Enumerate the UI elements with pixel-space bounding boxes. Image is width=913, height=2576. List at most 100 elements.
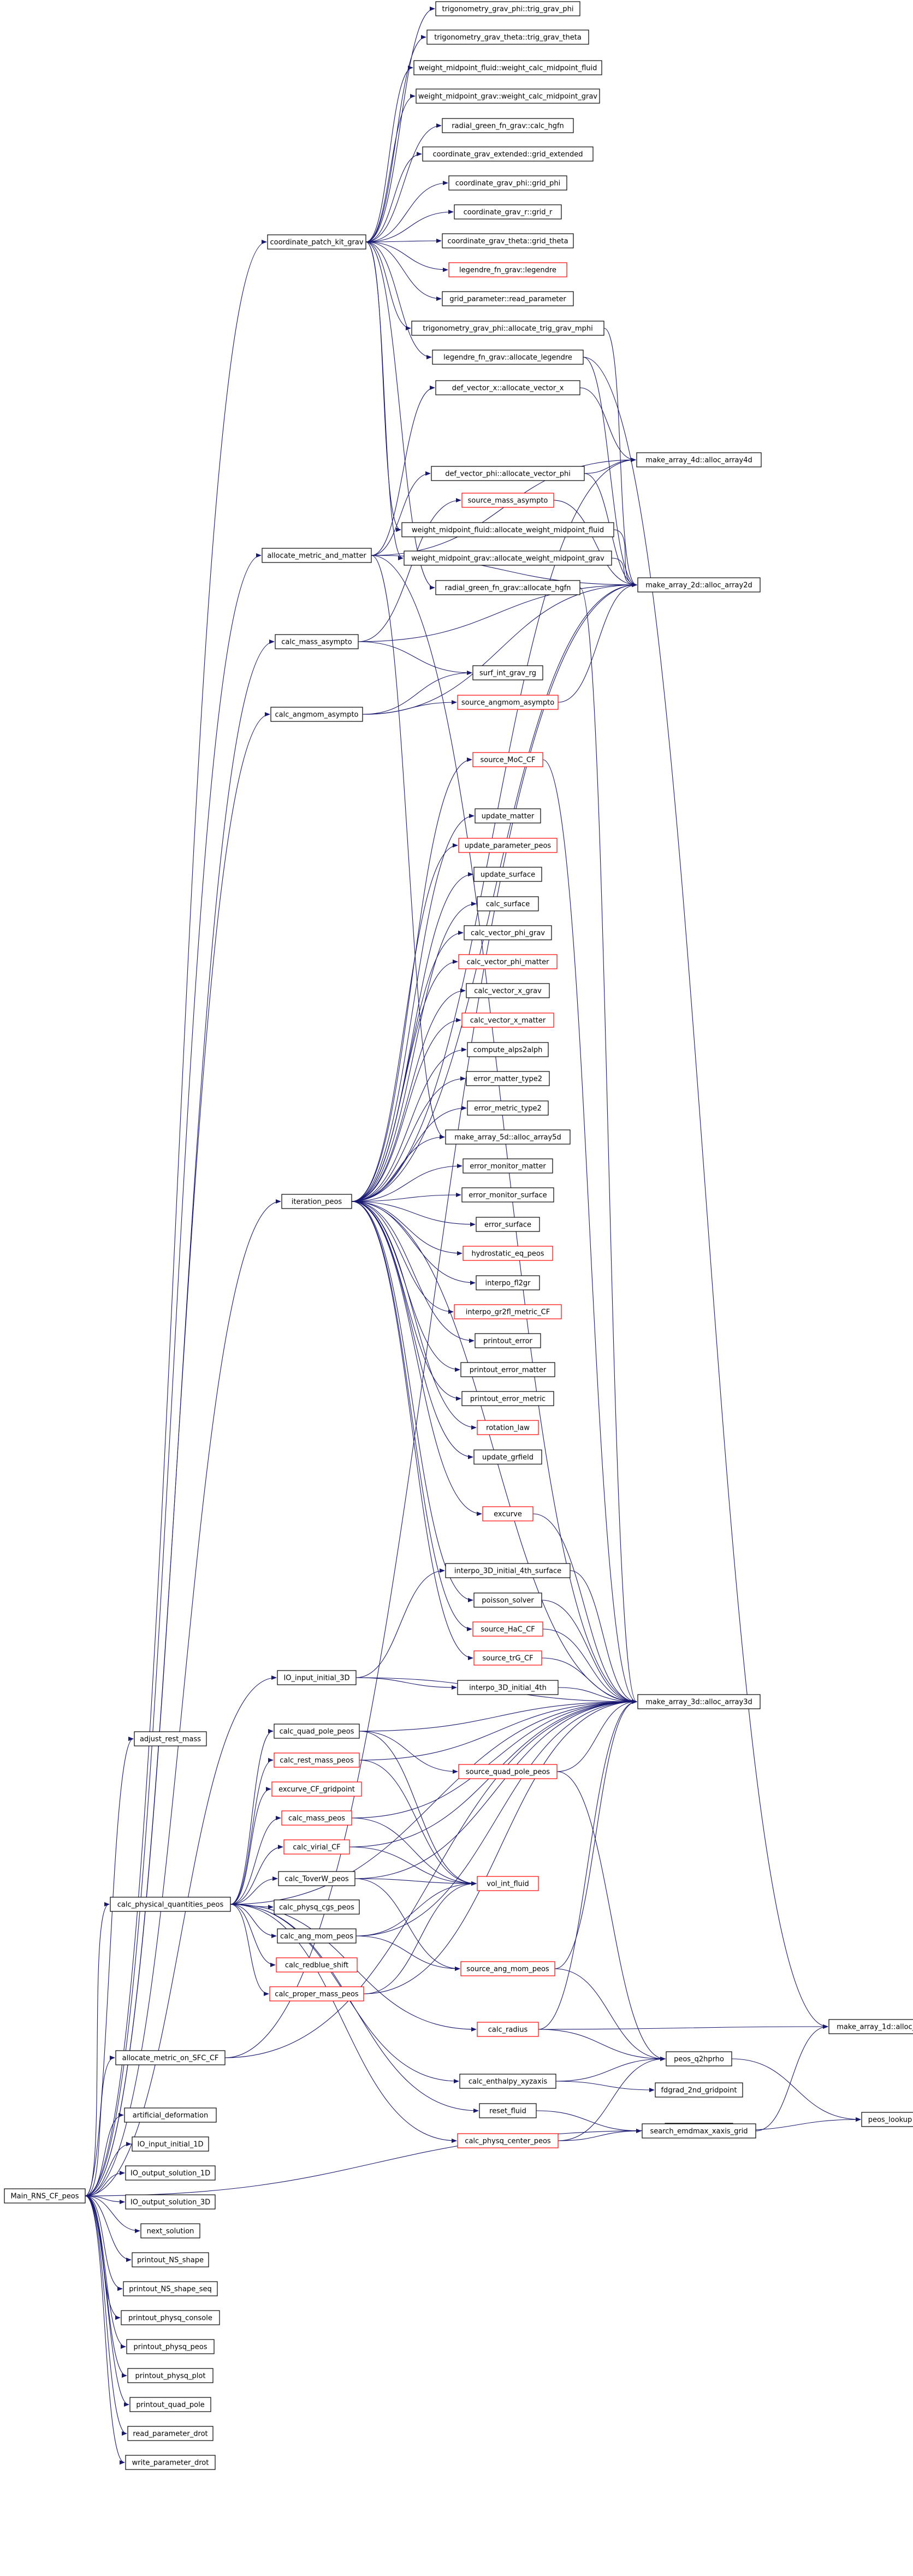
node-calc-vector-phi-grav[interactable]: calc_vector_phi_grav: [464, 925, 552, 940]
node-update-surface[interactable]: update_surface: [473, 867, 542, 882]
node-reset-fluid[interactable]: reset_fluid: [479, 2103, 537, 2118]
node-source-angmom-asympto[interactable]: source_angmom_asympto: [457, 695, 559, 710]
node-printout-ns-shape[interactable]: printout_NS_shape: [132, 2252, 209, 2267]
node-wm-fluid-alloc[interactable]: weight_midpoint_fluid::allocate_weight_m…: [401, 522, 614, 537]
node-update-matter[interactable]: update_matter: [475, 808, 541, 824]
node-read-parameter-drot[interactable]: read_parameter_drot: [127, 2426, 214, 2441]
node-wm-grav-alloc[interactable]: weight_midpoint_grav::allocate_weight_mi…: [404, 550, 612, 566]
node-error-matter-type2[interactable]: error_matter_type2: [466, 1071, 550, 1086]
node-calc-vector-x-matter[interactable]: calc_vector_x_matter: [461, 1012, 554, 1028]
node-calc-angmom-asympto[interactable]: calc_angmom_asympto: [270, 707, 363, 722]
node-error-surface[interactable]: error_surface: [476, 1217, 540, 1232]
node-grid-extended[interactable]: coordinate_grav_extended::grid_extended: [422, 146, 594, 162]
node-allocate-metric[interactable]: allocate_metric_and_matter: [262, 548, 372, 563]
node-source-hac-cf[interactable]: source_HaC_CF: [472, 1621, 543, 1637]
node-update-grfield[interactable]: update_grfield: [473, 1449, 542, 1465]
node-excurve[interactable]: excurve: [482, 1506, 533, 1521]
node-io-output-3d[interactable]: IO_output_solution_3D: [125, 2194, 216, 2210]
node-calc-toverw-peos[interactable]: calc_ToverW_peos: [278, 1871, 355, 1886]
node-source-quad-pole-peos[interactable]: source_quad_pole_peos: [458, 1764, 558, 1779]
node-calc-quad-pole-peos[interactable]: calc_quad_pole_peos: [274, 1724, 360, 1739]
node-poisson-solver[interactable]: poisson_solver: [473, 1592, 542, 1608]
node-make-array-5d[interactable]: make_array_5d::alloc_array5d: [445, 1129, 571, 1145]
node-calc-enthalpy[interactable]: calc_enthalpy_xyzaxis: [459, 2074, 556, 2089]
node-peos-lookup[interactable]: peos_lookup: [861, 2112, 913, 2127]
node-radial-green-alloc[interactable]: radial_green_fn_grav::allocate_hgfn: [435, 580, 580, 595]
node-grid-param[interactable]: grid_parameter::read_parameter: [442, 291, 574, 306]
node-allocate-metric-sfc[interactable]: allocate_metric_on_SFC_CF: [115, 2050, 226, 2065]
node-source-moc-cf[interactable]: source_MoC_CF: [472, 752, 543, 767]
node-coord-kit[interactable]: coordinate_patch_kit_grav: [267, 234, 366, 250]
node-printout-error[interactable]: printout_error: [475, 1333, 541, 1348]
node-trig-grav-phi[interactable]: trigonometry_grav_phi::trig_grav_phi: [435, 1, 580, 16]
node-compute-alps2alph[interactable]: compute_alps2alph: [467, 1042, 549, 1057]
node-adjust-rest-mass[interactable]: adjust_rest_mass: [134, 1731, 207, 1746]
node-grid-r[interactable]: coordinate_grav_r::grid_r: [454, 204, 562, 220]
node-def-vec-phi[interactable]: def_vector_phi::allocate_vector_phi: [431, 466, 585, 481]
node-vol-int-fluid[interactable]: vol_int_fluid: [477, 1876, 539, 1891]
node-calc-physq-cgs-peos[interactable]: calc_physq_cgs_peos: [274, 1899, 360, 1915]
node-printout-physq-plot[interactable]: printout_physq_plot: [127, 2368, 214, 2383]
node-rotation-law[interactable]: rotation_law: [477, 1420, 539, 1435]
node-printout-physq-console[interactable]: printout_physq_console: [121, 2310, 220, 2325]
node-make-array-3d[interactable]: make_array_3d::alloc_array3d: [637, 1694, 761, 1709]
node-interpo-3d-surface[interactable]: interpo_3D_initial_4th_surface: [445, 1563, 571, 1578]
node-calc-surface[interactable]: calc_surface: [477, 896, 539, 911]
node-calc-virial-cf[interactable]: calc_virial_CF: [283, 1839, 350, 1855]
node-grid-theta[interactable]: coordinate_grav_theta::grid_theta: [442, 233, 574, 248]
node-printout-quad-pole[interactable]: printout_quad_pole: [129, 2397, 211, 2412]
node-printout-error-metric[interactable]: printout_error_metric: [461, 1391, 554, 1406]
node-main[interactable]: Main_RNS_CF_peos: [4, 2188, 86, 2204]
node-wm-fluid-calc[interactable]: weight_midpoint_fluid::weight_calc_midpo…: [413, 60, 602, 75]
node-printout-ns-shape-seq[interactable]: printout_NS_shape_seq: [123, 2281, 218, 2296]
node-box: [281, 1194, 352, 1209]
node-def-vec-x[interactable]: def_vector_x::allocate_vector_x: [435, 380, 580, 395]
node-source-trg-cf[interactable]: source_trG_CF: [473, 1650, 542, 1666]
node-calc-mass-asympto[interactable]: calc_mass_asympto: [275, 634, 359, 649]
node-update-parameter-peos[interactable]: update_parameter_peos: [458, 838, 558, 853]
node-next-solution[interactable]: next_solution: [140, 2223, 200, 2239]
node-error-monitor-matter[interactable]: error_monitor_matter: [463, 1158, 553, 1174]
node-radial-green-calc[interactable]: radial_green_fn_grav::calc_hgfn: [442, 118, 574, 133]
node-trig-alloc[interactable]: trigonometry_grav_phi::allocate_trig_gra…: [411, 321, 604, 336]
node-calc-redblue-shift[interactable]: calc_redblue_shift: [276, 1957, 358, 1973]
node-write-parameter-drot[interactable]: write_parameter_drot: [125, 2455, 216, 2470]
node-calc-vector-phi-matter[interactable]: calc_vector_phi_matter: [458, 954, 558, 969]
node-artificial-deformation[interactable]: artificial_deformation: [124, 2107, 217, 2123]
node-calc-physical-quantities-peos[interactable]: calc_physical_quantities_peos: [110, 1897, 231, 1912]
node-error-metric-type2[interactable]: error_metric_type2: [467, 1100, 549, 1116]
node-source-ang-mom-peos[interactable]: source_ang_mom_peos: [460, 1961, 555, 1976]
node-interpo-3d-4th[interactable]: interpo_3D_initial_4th: [457, 1680, 559, 1695]
node-grid-phi[interactable]: coordinate_grav_phi::grid_phi: [448, 175, 567, 191]
node-wm-grav-calc[interactable]: weight_midpoint_grav::weight_calc_midpoi…: [416, 88, 600, 104]
node-calc-ang-mom-peos[interactable]: calc_ang_mom_peos: [277, 1928, 357, 1944]
node-calc-vector-x-grav[interactable]: calc_vector_x_grav: [466, 983, 550, 998]
node-interpo-gr2fl[interactable]: interpo_gr2fl_metric_CF: [454, 1304, 562, 1319]
node-source-mass-asympto[interactable]: source_mass_asympto: [461, 493, 554, 508]
node-make-array-4d[interactable]: make_array_4d::alloc_array4d: [636, 452, 762, 467]
node-calc-mass-peos[interactable]: calc_mass_peos: [281, 1810, 352, 1826]
node-search-emdmax[interactable]: search_emdmax_xaxis_grid: [642, 2123, 756, 2139]
node-make-array-2d[interactable]: make_array_2d::alloc_array2d: [637, 577, 761, 593]
node-error-monitor-surface[interactable]: error_monitor_surface: [461, 1187, 554, 1203]
node-iteration-peos[interactable]: iteration_peos: [281, 1194, 352, 1209]
node-printout-physq-peos[interactable]: printout_physq_peos: [126, 2339, 215, 2354]
node-calc-radius[interactable]: calc_radius: [477, 2022, 539, 2037]
node-io-input-3d[interactable]: IO_input_initial_3D: [277, 1670, 357, 1685]
node-legendre-alloc[interactable]: legendre_fn_grav::allocate_legendre: [432, 350, 584, 365]
node-trig-grav-theta[interactable]: trigonometry_grav_theta::trig_grav_theta: [426, 29, 589, 45]
node-interpo-fl2gr[interactable]: interpo_fl2gr: [476, 1275, 540, 1290]
node-io-output-1d[interactable]: IO_output_solution_1D: [125, 2165, 216, 2181]
node-calc-physq-center-peos[interactable]: calc_physq_center_peos: [457, 2133, 559, 2148]
node-peos-q2hprho[interactable]: peos_q2hprho: [666, 2051, 732, 2066]
node-printout-error-matter[interactable]: printout_error_matter: [460, 1362, 555, 1377]
node-hydrostatic-eq-peos[interactable]: hydrostatic_eq_peos: [463, 1246, 553, 1261]
node-excurve-cf-gridpoint[interactable]: excurve_CF_gridpoint: [271, 1781, 362, 1797]
node-calc-proper-mass-peos[interactable]: calc_proper_mass_peos: [269, 1986, 364, 2001]
node-make-array-1d[interactable]: make_array_1d::alloc_array1d: [828, 2019, 913, 2034]
node-fdgrad-2nd[interactable]: fdgrad_2nd_gridpoint: [655, 2082, 743, 2098]
node-io-input-1d[interactable]: IO_input_initial_1D: [132, 2136, 209, 2152]
node-calc-rest-mass-peos[interactable]: calc_rest_mass_peos: [274, 1752, 360, 1768]
node-surf-int[interactable]: surf_int_grav_rg: [472, 665, 543, 680]
node-legendre[interactable]: legendre_fn_grav::legendre: [448, 262, 567, 277]
